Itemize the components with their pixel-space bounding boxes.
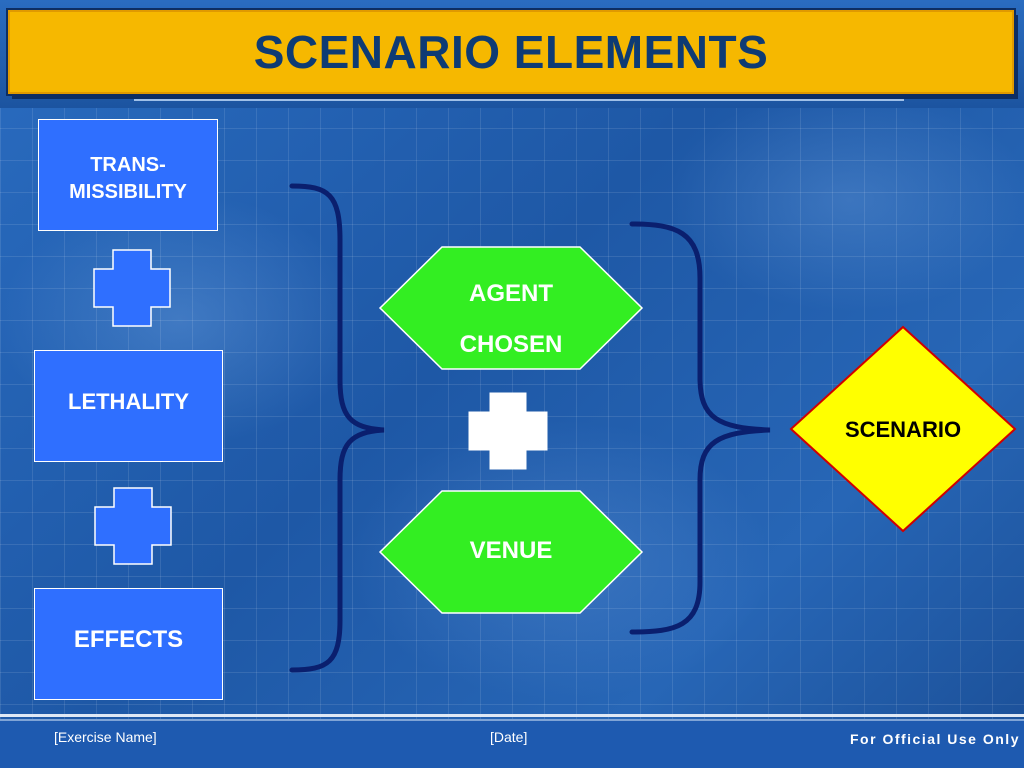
footer-divider-secondary — [0, 719, 1024, 721]
scenario-label: SCENARIO — [844, 417, 962, 442]
agent-label-line2: CHOSEN — [459, 331, 563, 358]
transmissibility-box: TRANS- MISSIBILITY — [38, 119, 218, 231]
page-title: SCENARIO ELEMENTS — [253, 26, 769, 78]
title-bar: SCENARIO ELEMENTS — [8, 10, 1014, 94]
effects-label: EFFECTS — [73, 626, 184, 653]
footer-exercise-name: [Exercise Name] — [54, 729, 157, 745]
lethality-label: LETHALITY — [68, 389, 189, 414]
footer-date: [Date] — [490, 729, 528, 745]
scenario-diamond — [789, 325, 1017, 533]
left-brace — [288, 180, 392, 676]
plus-icon — [93, 249, 171, 327]
footer-band — [0, 721, 1024, 768]
effects-box: EFFECTS — [34, 588, 223, 700]
footer-classification: For Official Use Only — [850, 731, 1020, 747]
footer-divider — [0, 714, 1024, 717]
lethality-box: LETHALITY — [34, 350, 223, 462]
title-divider — [134, 99, 904, 101]
plus-icon — [468, 392, 548, 470]
transmissibility-label-line2: MISSIBILITY — [69, 181, 187, 203]
right-brace — [626, 218, 776, 638]
venue-label: VENUE — [469, 537, 553, 564]
agent-label-line1: AGENT — [469, 280, 553, 307]
agent-chosen-label: AGENT CHOSEN — [378, 268, 644, 370]
venue-hexagon — [378, 490, 644, 614]
plus-icon — [94, 487, 172, 565]
transmissibility-label-line1: TRANS- — [90, 154, 166, 176]
agent-chosen-hexagon — [378, 246, 644, 370]
